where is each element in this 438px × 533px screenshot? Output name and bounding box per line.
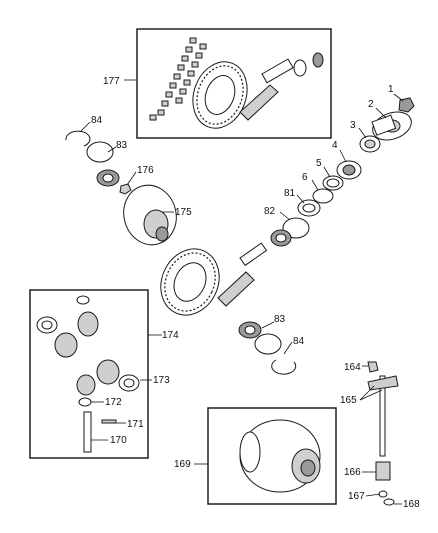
shift-rod-165 <box>367 375 399 457</box>
shim-6 <box>312 188 334 204</box>
callout-175: 175 <box>175 207 192 218</box>
callout-166: 166 <box>344 467 361 478</box>
bearing-83-lower <box>238 321 282 355</box>
seal-3 <box>359 135 381 153</box>
callout-83-lower: 83 <box>274 314 286 325</box>
callout-168: 168 <box>403 499 420 510</box>
callout-167: 167 <box>348 491 365 502</box>
pinion-yoke-2 <box>371 111 412 141</box>
callout-164: 164 <box>344 362 361 373</box>
complete-diff-group <box>207 407 337 505</box>
ring-pinion-kit-group <box>136 28 332 139</box>
callout-82: 82 <box>264 206 276 217</box>
retainer-167 <box>378 490 388 498</box>
diff-gear-kit-group <box>29 289 149 459</box>
callout-2: 2 <box>368 99 374 110</box>
callout-84-lower: 84 <box>293 336 305 347</box>
diff-case-175 <box>123 184 177 246</box>
shim-81 <box>297 199 321 217</box>
ring-gear-bolts <box>149 37 207 121</box>
callout-165: 165 <box>340 395 357 406</box>
callout-3: 3 <box>350 120 356 131</box>
kit-box-177 <box>136 28 332 139</box>
yoke-nut-1 <box>398 97 415 113</box>
ring-gear-center <box>160 248 220 316</box>
callout-171: 171 <box>127 419 144 430</box>
callout-176: 176 <box>137 165 154 176</box>
snap-ring-84-lower <box>271 359 297 375</box>
callout-81: 81 <box>284 188 296 199</box>
callout-labels: 177 1 2 3 4 5 6 81 82 84 83 176 175 83 8… <box>91 76 420 510</box>
callout-174: 174 <box>162 330 179 341</box>
callout-170: 170 <box>110 435 127 446</box>
callout-177: 177 <box>103 76 120 87</box>
callout-84-upper: 84 <box>91 115 103 126</box>
kit-box-174 <box>29 289 149 459</box>
kit-box-169 <box>207 407 337 505</box>
callout-169: 169 <box>174 459 191 470</box>
callout-173: 173 <box>153 375 170 386</box>
actuator-166 <box>375 461 391 481</box>
leader-lines <box>79 79 404 505</box>
callout-83-upper: 83 <box>116 140 128 151</box>
callout-6: 6 <box>302 172 308 183</box>
bearing-82 <box>270 217 310 247</box>
bolt-176 <box>119 183 132 195</box>
snap-ring-84-upper <box>65 130 91 147</box>
callout-5: 5 <box>316 158 322 169</box>
callout-1: 1 <box>388 84 394 95</box>
bearing-83-upper <box>86 141 120 187</box>
spacer-5 <box>322 175 344 191</box>
pinion-gear-center <box>217 242 268 307</box>
clip-168 <box>383 498 395 506</box>
pinion-gear-upper <box>239 52 324 121</box>
callout-172: 172 <box>105 397 122 408</box>
callout-4: 4 <box>332 140 338 151</box>
connector-164 <box>367 361 379 373</box>
bearing-4 <box>336 160 362 180</box>
